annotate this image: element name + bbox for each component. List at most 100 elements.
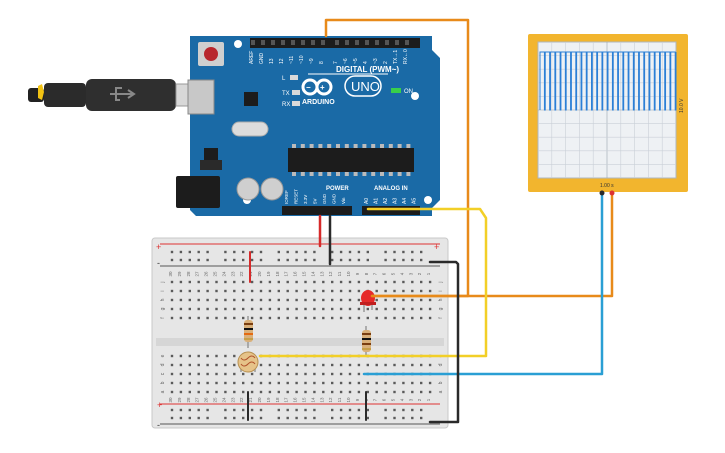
breadboard-hole[interactable]	[322, 289, 325, 293]
breadboard-hole[interactable]	[402, 363, 405, 367]
breadboard-hole[interactable]	[250, 250, 254, 254]
breadboard-hole[interactable]	[411, 298, 414, 302]
header-pin[interactable]	[335, 40, 339, 45]
breadboard-hole[interactable]	[259, 390, 263, 394]
breadboard-hole[interactable]	[259, 381, 263, 385]
breadboard-hole[interactable]	[357, 372, 361, 376]
breadboard-hole[interactable]	[393, 280, 396, 284]
breadboard-hole[interactable]	[224, 408, 227, 412]
header-pin[interactable]	[261, 40, 265, 45]
breadboard-hole[interactable]	[348, 280, 352, 284]
breadboard-hole[interactable]	[411, 390, 414, 394]
breadboard-hole[interactable]	[179, 381, 183, 385]
breadboard-hole[interactable]	[313, 372, 316, 376]
breadboard-hole[interactable]	[420, 390, 423, 394]
breadboard-hole[interactable]	[402, 289, 405, 293]
breadboard-hole[interactable]	[428, 307, 432, 311]
breadboard-hole[interactable]	[295, 372, 298, 376]
header-pin[interactable]	[301, 40, 305, 45]
breadboard-hole[interactable]	[375, 280, 378, 284]
reset-button[interactable]	[204, 47, 218, 61]
breadboard-hole[interactable]	[393, 258, 396, 262]
header-pin[interactable]	[251, 40, 255, 45]
breadboard-hole[interactable]	[304, 363, 307, 367]
breadboard-hole[interactable]	[188, 372, 191, 376]
breadboard-hole[interactable]	[357, 298, 361, 302]
breadboard-hole[interactable]	[224, 298, 227, 302]
breadboard-hole[interactable]	[402, 416, 405, 420]
breadboard-hole[interactable]	[233, 416, 236, 420]
breadboard-hole[interactable]	[206, 307, 209, 311]
breadboard-hole[interactable]	[402, 390, 405, 394]
breadboard-hole[interactable]	[420, 381, 423, 385]
breadboard-hole[interactable]	[268, 289, 272, 293]
breadboard-hole[interactable]	[242, 381, 245, 385]
breadboard-hole[interactable]	[259, 316, 263, 320]
breadboard-hole[interactable]	[197, 316, 200, 320]
breadboard-hole[interactable]	[250, 372, 254, 376]
breadboard-hole[interactable]	[411, 258, 414, 262]
breadboard-hole[interactable]	[250, 416, 254, 420]
breadboard-hole[interactable]	[428, 289, 432, 293]
breadboard-hole[interactable]	[366, 316, 369, 320]
breadboard-hole[interactable]	[277, 408, 280, 412]
breadboard-hole[interactable]	[268, 280, 272, 284]
breadboard-hole[interactable]	[206, 258, 209, 262]
breadboard-hole[interactable]	[428, 298, 432, 302]
breadboard-hole[interactable]	[339, 250, 343, 254]
breadboard-hole[interactable]	[179, 390, 183, 394]
breadboard-hole[interactable]	[233, 307, 236, 311]
breadboard-hole[interactable]	[206, 280, 209, 284]
breadboard-hole[interactable]	[313, 363, 316, 367]
breadboard-hole[interactable]	[224, 354, 227, 358]
breadboard-hole[interactable]	[233, 280, 236, 284]
breadboard-hole[interactable]	[322, 316, 325, 320]
breadboard-hole[interactable]	[304, 258, 307, 262]
wires[interactable]	[247, 18, 614, 424]
breadboard-hole[interactable]	[384, 381, 387, 385]
breadboard-hole[interactable]	[357, 416, 361, 420]
breadboard-hole[interactable]	[304, 408, 307, 412]
breadboard-hole[interactable]	[420, 280, 423, 284]
breadboard-hole[interactable]	[428, 381, 432, 385]
breadboard-hole[interactable]	[277, 280, 280, 284]
breadboard-hole[interactable]	[384, 250, 387, 254]
breadboard-hole[interactable]	[188, 316, 191, 320]
breadboard-hole[interactable]	[206, 390, 209, 394]
breadboard-hole[interactable]	[322, 381, 325, 385]
breadboard-hole[interactable]	[277, 381, 280, 385]
breadboard-hole[interactable]	[224, 390, 227, 394]
breadboard-hole[interactable]	[366, 408, 369, 412]
breadboard-hole[interactable]	[357, 258, 361, 262]
breadboard-hole[interactable]	[304, 280, 307, 284]
breadboard-hole[interactable]	[331, 390, 334, 394]
breadboard-hole[interactable]	[250, 381, 254, 385]
breadboard-hole[interactable]	[393, 363, 396, 367]
breadboard-hole[interactable]	[295, 390, 298, 394]
breadboard-hole[interactable]	[250, 307, 254, 311]
breadboard-hole[interactable]	[366, 381, 369, 385]
breadboard-hole[interactable]	[348, 316, 352, 320]
breadboard-hole[interactable]	[179, 372, 183, 376]
breadboard-hole[interactable]	[206, 363, 209, 367]
breadboard-hole[interactable]	[268, 298, 272, 302]
breadboard-hole[interactable]	[357, 363, 361, 367]
breadboard-hole[interactable]	[188, 258, 191, 262]
breadboard-hole[interactable]	[242, 307, 245, 311]
breadboard-hole[interactable]	[179, 354, 183, 358]
breadboard-hole[interactable]	[206, 316, 209, 320]
breadboard-hole[interactable]	[233, 250, 236, 254]
breadboard-hole[interactable]	[420, 307, 423, 311]
breadboard-hole[interactable]	[259, 372, 263, 376]
breadboard-hole[interactable]	[215, 381, 218, 385]
breadboard-hole[interactable]	[393, 416, 396, 420]
breadboard-hole[interactable]	[384, 289, 387, 293]
breadboard-hole[interactable]	[402, 316, 405, 320]
breadboard-hole[interactable]	[259, 298, 263, 302]
breadboard-hole[interactable]	[375, 363, 378, 367]
breadboard-hole[interactable]	[313, 416, 316, 420]
breadboard-hole[interactable]	[242, 289, 245, 293]
breadboard-hole[interactable]	[170, 372, 174, 376]
breadboard-hole[interactable]	[348, 372, 352, 376]
